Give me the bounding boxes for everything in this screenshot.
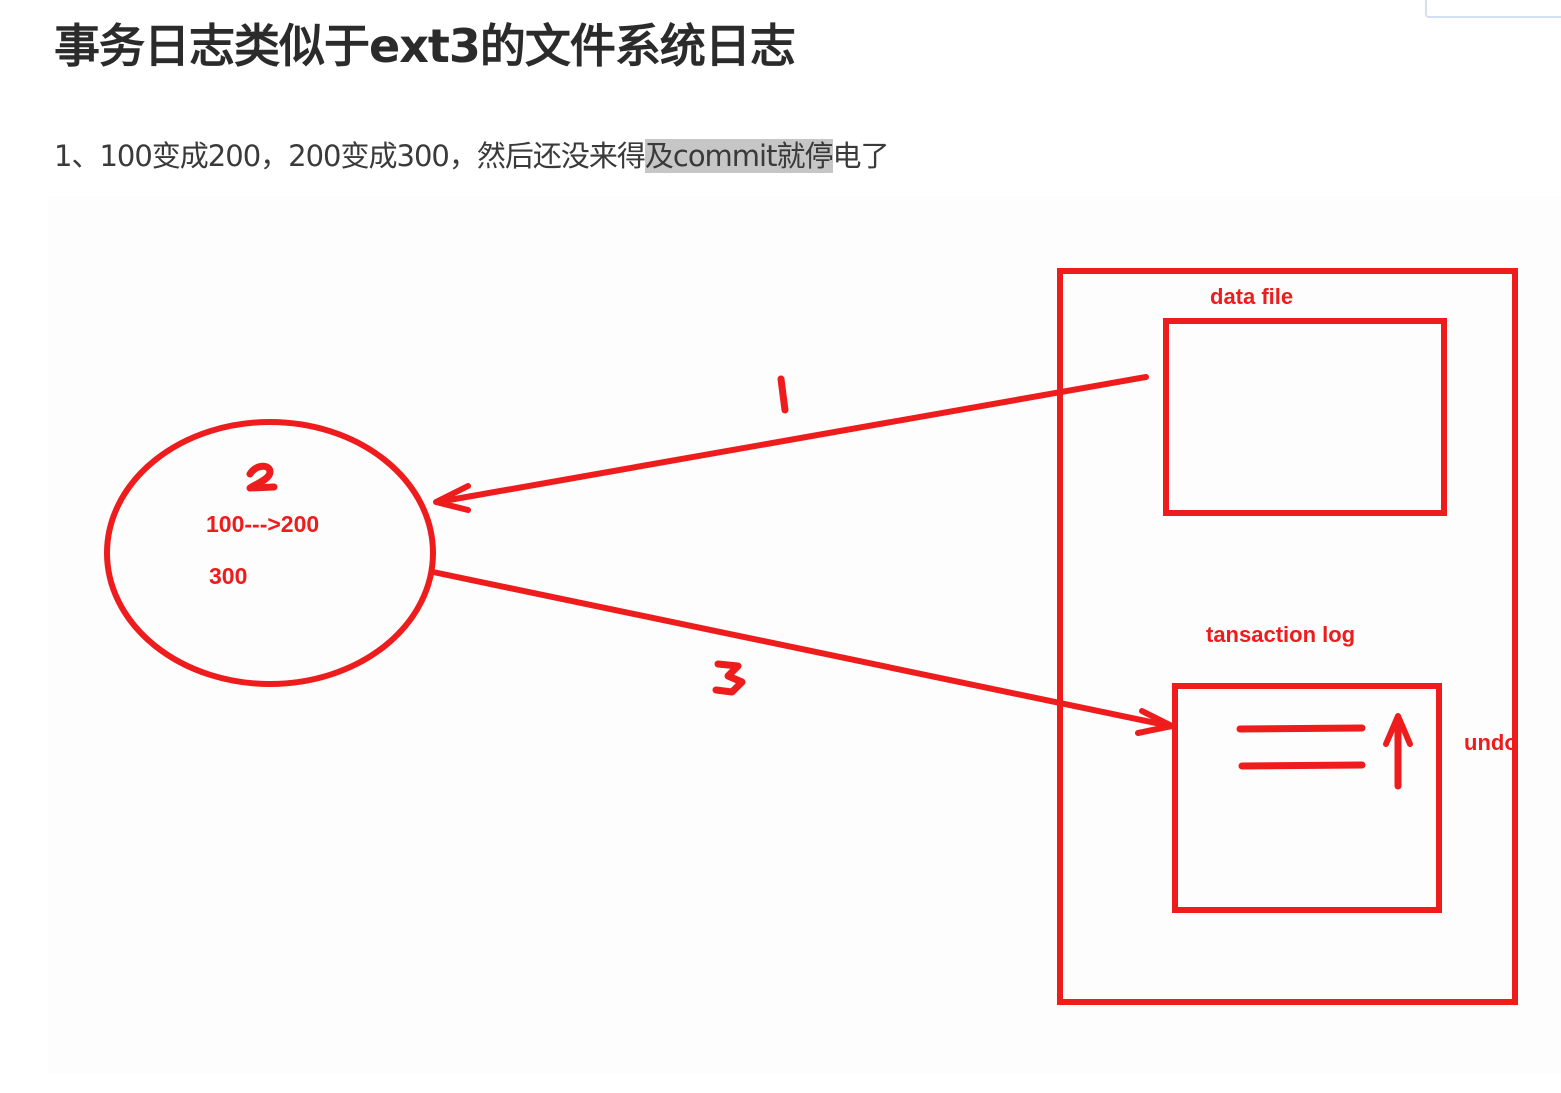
- page-title: 事务日志类似于ext3的文件系统日志: [54, 19, 796, 73]
- paragraph: 1、100变成200，200变成300，然后还没来得及commit就停电了: [54, 134, 890, 178]
- arrow-3-label: [712, 660, 746, 696]
- diagram-figure: 100--->200 300 data file tansaction log: [48, 196, 1561, 1073]
- transaction-log-box: [1172, 683, 1442, 913]
- data-file-box: [1163, 318, 1447, 516]
- storage-box: [1057, 268, 1518, 1005]
- paragraph-highlight: 及commit就停: [644, 139, 833, 173]
- transaction-log-label: tansaction log: [1206, 622, 1355, 647]
- arrow-1: [433, 374, 1149, 513]
- undo-arrow-icon: [1383, 713, 1413, 790]
- memory-circle: [104, 419, 436, 687]
- log-entries: [1236, 724, 1366, 770]
- paragraph-text: 1、100变成200，200变成300，然后还没来得: [54, 139, 646, 173]
- circle-value-line2: 300: [209, 563, 247, 589]
- data-file-label: data file: [1210, 284, 1293, 309]
- paragraph-text-end: 电了: [832, 139, 890, 173]
- arrow-1-label: [777, 375, 789, 414]
- circle-value-line1: 100--->200: [206, 511, 319, 537]
- corner-tab: [1425, 0, 1561, 18]
- step-2-mark: [246, 462, 278, 492]
- undo-label: undo: [1464, 730, 1518, 755]
